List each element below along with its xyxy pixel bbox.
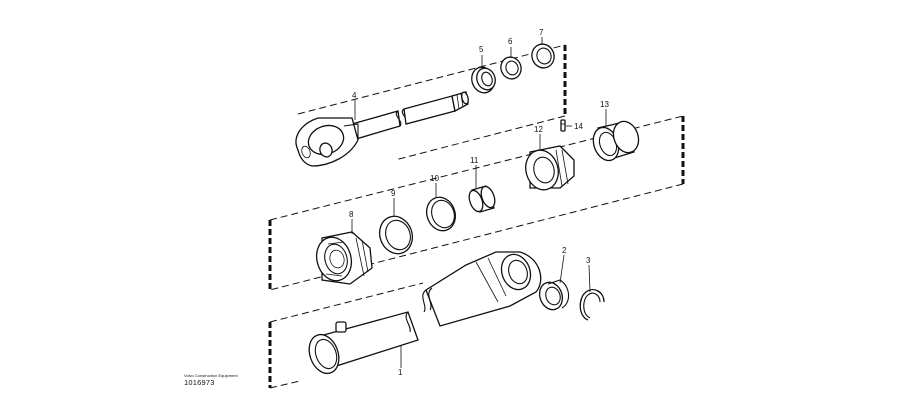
o-ring-10 [425,196,457,232]
drawing-credit: Volvo Construction Equipment 1016973 [184,373,238,388]
drawing-number: 1016973 [184,378,215,387]
sleeve-13 [592,120,640,162]
bushing-11 [468,185,496,213]
bearing-2 [538,279,570,311]
callout-9: 9 [391,189,396,198]
piston-8 [315,231,373,285]
callout-10: 10 [430,174,439,183]
callout-7: 7 [539,28,544,37]
ring-6 [500,56,522,80]
cylinder-head-12 [525,145,575,191]
callout-13: 13 [600,100,609,109]
callout-11: 11 [470,156,479,165]
callout-6: 6 [508,37,513,46]
piston-rod [295,91,469,167]
wiper-7 [531,43,555,69]
piston-ring-9 [378,215,414,255]
callout-3: 3 [586,256,591,265]
callout-12: 12 [534,125,543,134]
callout-2: 2 [562,246,567,255]
callout-5: 5 [479,45,484,54]
callouts: 4 5 6 7 8 9 10 11 12 13 14 1 2 3 [349,28,609,377]
group-frame-bottom [268,282,424,389]
circlip-3 [579,288,605,321]
credit-company: Volvo Construction Equipment [184,373,238,378]
group-frame-top [297,44,567,161]
callout-14: 14 [574,122,583,131]
callout-1: 1 [398,368,403,377]
cylinder-tube [308,251,542,375]
callout-4: 4 [352,91,357,100]
seal-5 [471,66,496,94]
callout-8: 8 [349,210,354,219]
set-screw-14 [560,119,566,132]
